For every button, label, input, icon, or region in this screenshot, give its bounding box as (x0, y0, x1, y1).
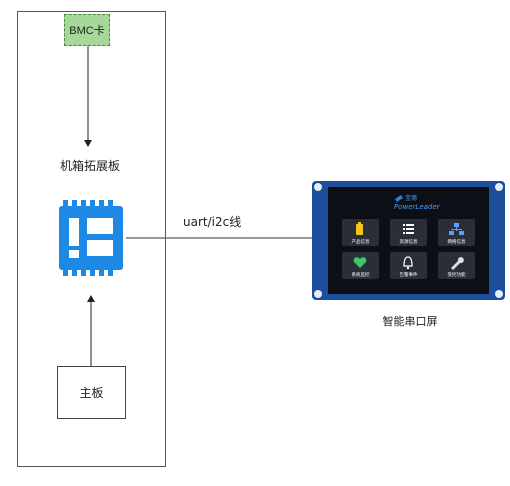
screen-label: 智能串口屏 (382, 315, 438, 328)
chassis-box (17, 11, 166, 467)
mainboard-label: 主板 (79, 386, 104, 400)
screen-tile-label: 系统监控 (352, 271, 370, 278)
screen-tile[interactable]: 告警事件 (390, 252, 427, 279)
screen-tile[interactable]: 受控功能 (438, 252, 475, 279)
brand-text: PowerLeader (394, 203, 441, 211)
screen-tile-label: 资源信息 (400, 238, 418, 245)
screen-tile[interactable]: 资源信息 (390, 219, 427, 246)
screen-tile[interactable]: 网络信息 (438, 219, 475, 246)
circuit-board-icon (59, 200, 123, 276)
brand-logo: 宝德 PowerLeader (394, 194, 441, 211)
mount-hole (314, 290, 322, 298)
mainboard-box: 主板 (57, 366, 126, 419)
screen-tile-label: 受控功能 (448, 271, 466, 278)
mount-hole (495, 290, 503, 298)
screen-tile-label: 网络信息 (448, 238, 466, 245)
bmc-label: BMC卡 (69, 25, 105, 37)
connection-label: uart/i2c线 (183, 215, 242, 229)
screen-tile[interactable]: 系统监控 (342, 252, 379, 279)
screen-tile[interactable]: 产品信息 (342, 219, 379, 246)
mount-hole (495, 183, 503, 191)
brand-top-text: 宝德 (405, 194, 417, 202)
bmc-card: BMC卡 (64, 14, 110, 46)
screen-tile-label: 告警事件 (400, 271, 418, 278)
screen-tile-bg (438, 219, 475, 246)
extension-board-label: 机箱拓展板 (59, 159, 120, 173)
mount-hole (314, 183, 322, 191)
screen-tile-label: 产品信息 (352, 238, 370, 245)
